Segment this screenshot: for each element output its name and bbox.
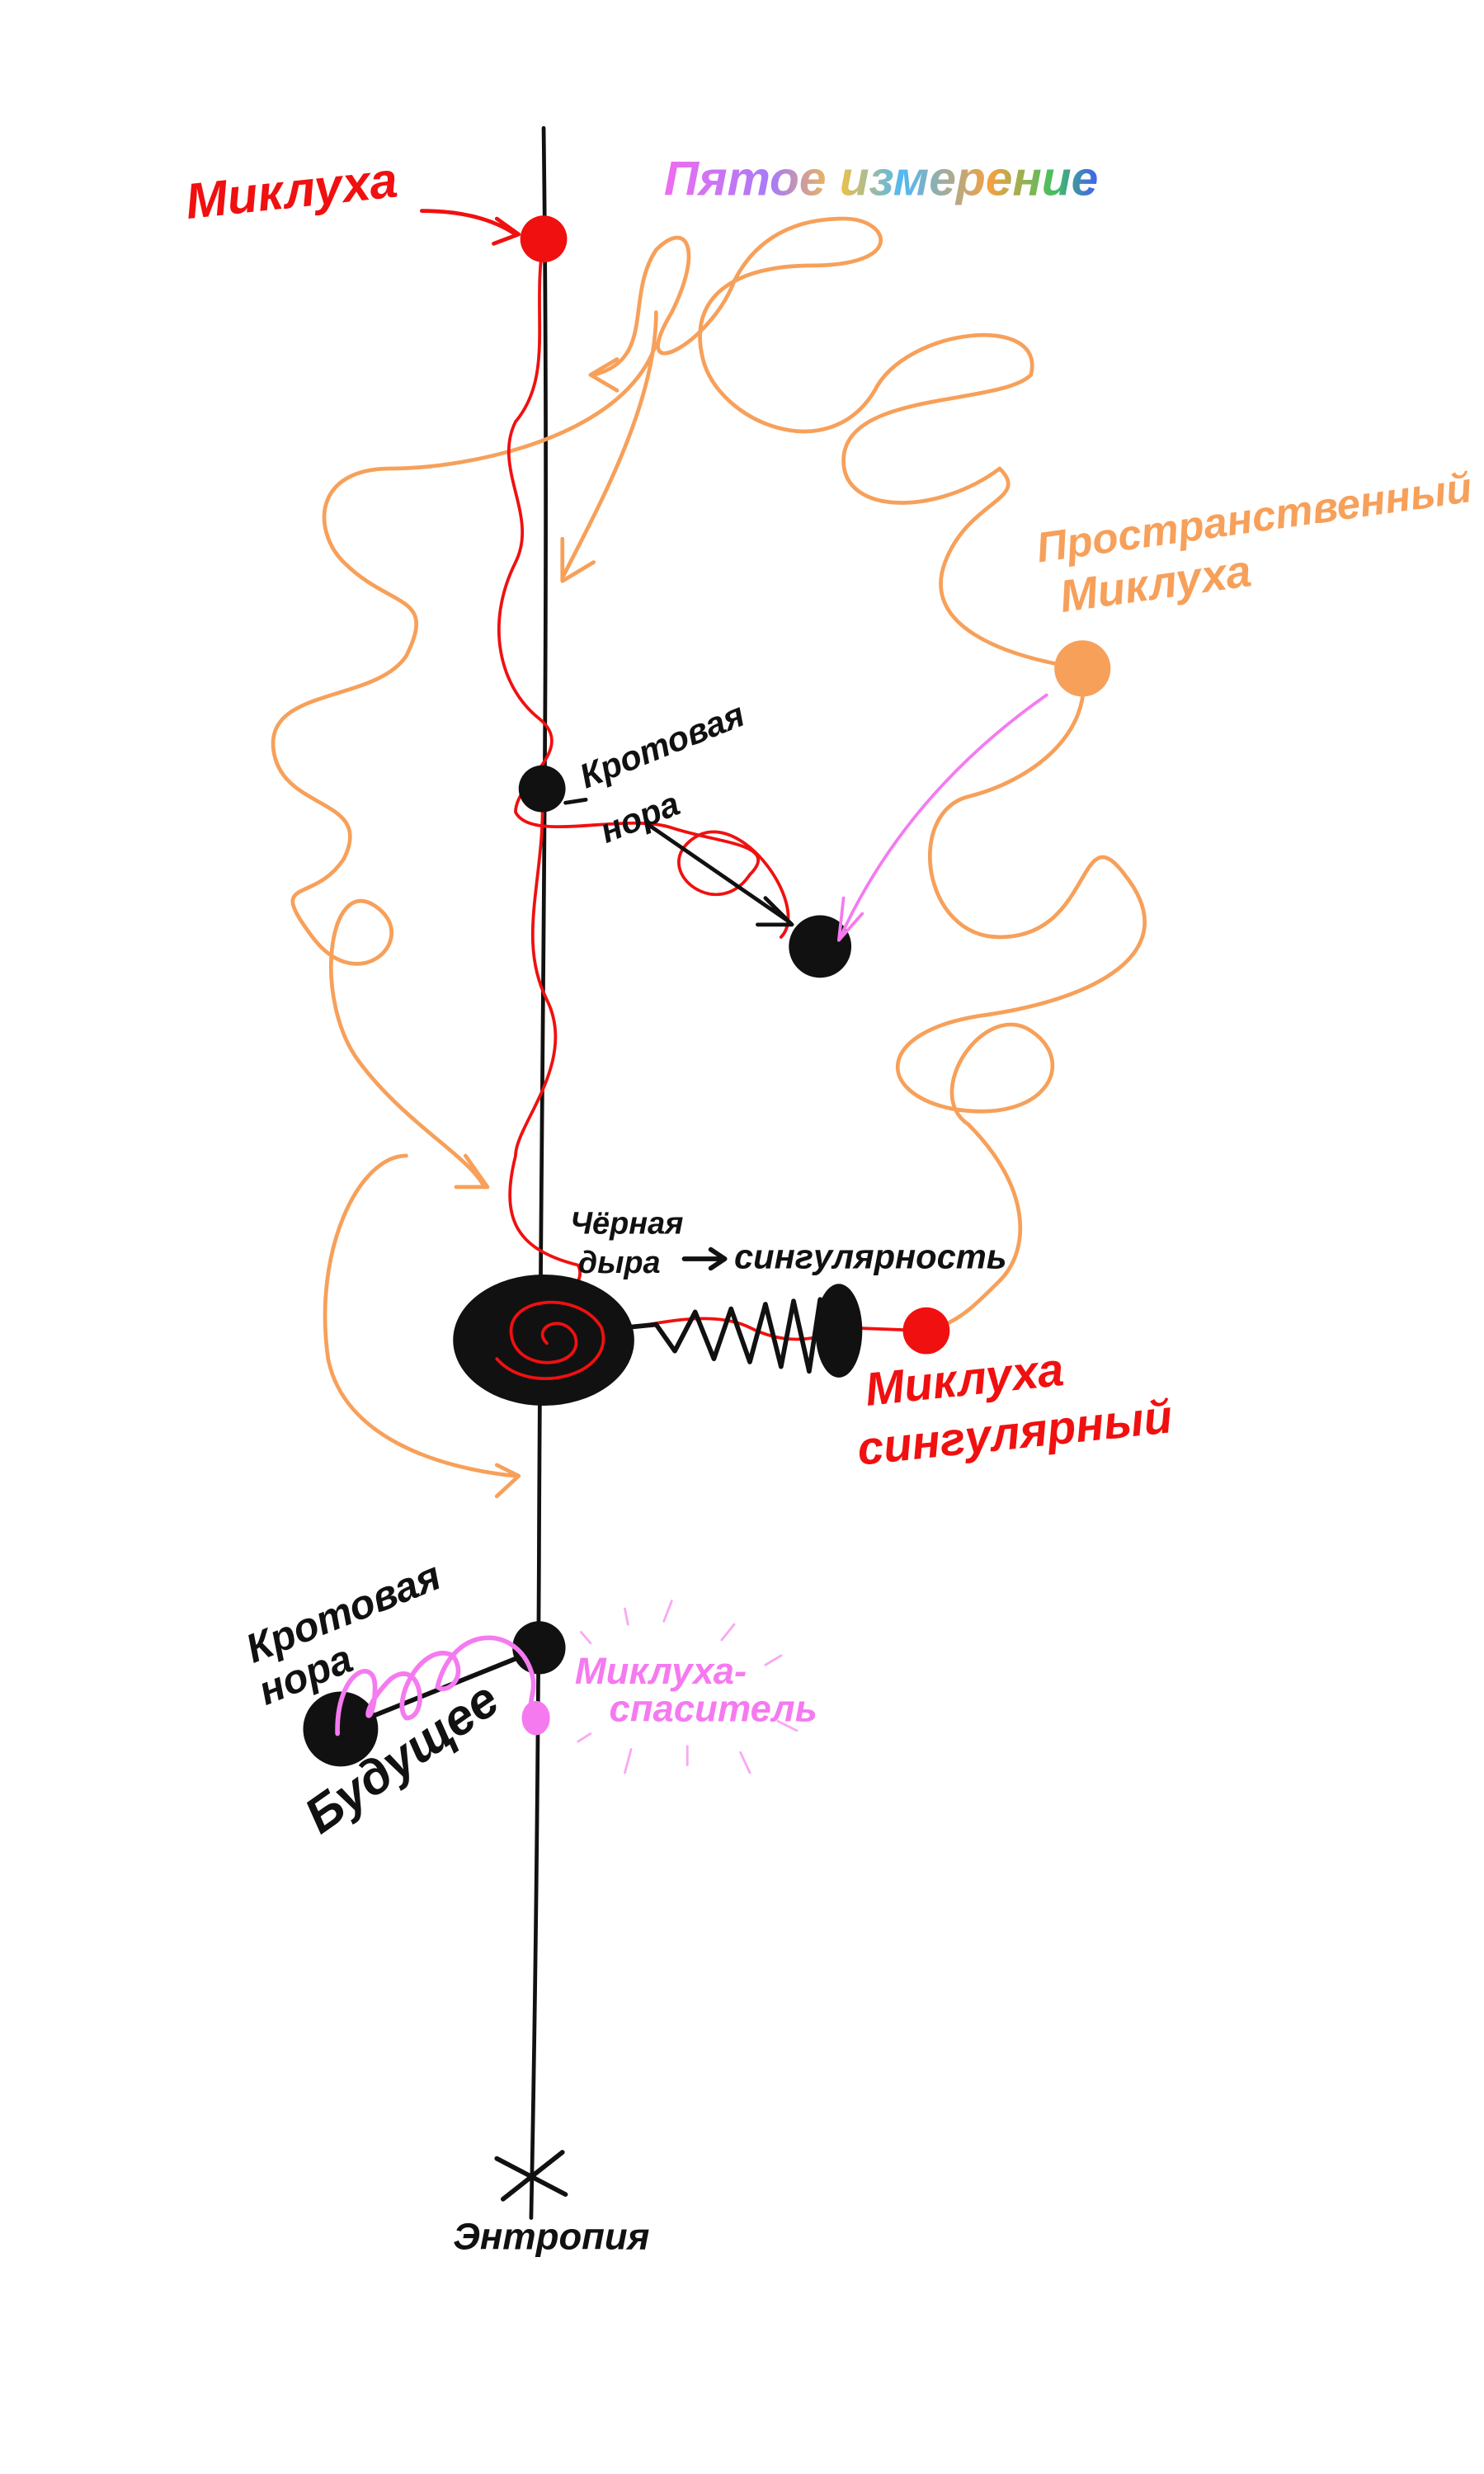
label-singularity: сингулярность — [734, 1237, 1006, 1275]
wormhole-arrow — [563, 798, 794, 927]
singular-miklukha-dot — [902, 1307, 950, 1355]
label-black-hole-line2: дыра — [578, 1246, 661, 1280]
future-wormhole-far-dot — [303, 1691, 379, 1767]
label-wormhole-top-line1: Кротовая — [574, 695, 750, 795]
future-wormhole-near-dot — [512, 1621, 566, 1675]
saviour-glow-rays — [577, 1600, 799, 1774]
label-fifth-dimension: Пятое измерение — [664, 153, 1098, 206]
black-hole-red-spiral — [495, 1300, 605, 1380]
label-miklukha: Миклуха — [183, 151, 400, 229]
orange-arrowhead-upper — [560, 357, 620, 583]
spatial-miklukha-dot — [1054, 640, 1111, 697]
red-arrow-miklukha — [420, 209, 521, 246]
label-spatial-line1: Пространственный — [1034, 464, 1475, 571]
singularity-arrow — [681, 1246, 728, 1271]
orange-arrowhead-lower — [494, 1463, 521, 1499]
wormhole-exit-dot — [789, 915, 852, 978]
orange-arrowhead-middle — [454, 1153, 490, 1190]
label-entropy: Энтропия — [453, 2215, 649, 2257]
pink-arrow — [836, 693, 1048, 942]
entropy-cross — [494, 2150, 568, 2202]
fifth-dimension-path — [271, 216, 1147, 1478]
singularity-spring — [622, 1297, 834, 1374]
saviour-pink-drop — [521, 1700, 550, 1736]
saviour-pink-coil — [335, 1635, 539, 1737]
label-saviour-line1: Миклуха- — [575, 1650, 747, 1692]
miklukha-dot — [520, 215, 568, 263]
label-saviour-line2: спаситель — [610, 1687, 817, 1729]
label-black-hole-line1: Чёрная — [570, 1207, 683, 1242]
singularity-coil — [815, 1284, 863, 1378]
wormhole-entry-dot — [518, 765, 566, 813]
